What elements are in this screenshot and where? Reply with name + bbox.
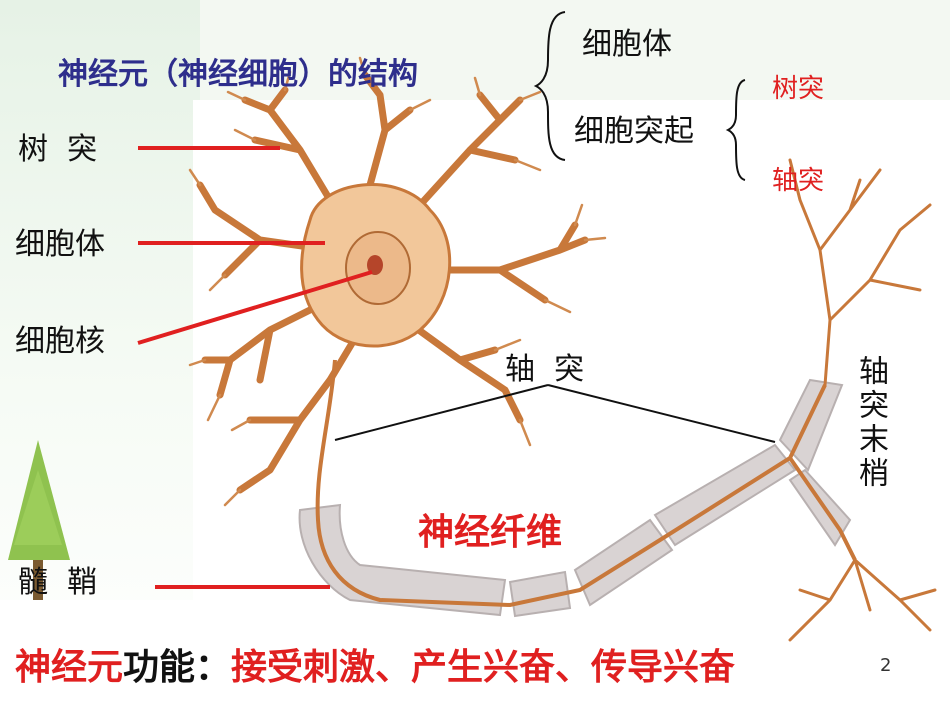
function-word: 功能 — [123, 647, 196, 688]
label-nucleus: 细胞核 — [15, 324, 105, 359]
pointer-nucleus — [137, 270, 373, 345]
label-dendrite: 树 突 — [18, 132, 98, 167]
function-subject: 神经元 — [15, 647, 124, 688]
brackets — [533, 11, 746, 181]
axon-core — [315, 359, 857, 608]
axon-terminals — [788, 158, 937, 642]
label-myelin-sheath: 髓 鞘 — [18, 565, 98, 600]
myelin-sheath — [298, 378, 852, 618]
function-content: 接受刺激、产生兴奋、传导兴奋 — [231, 647, 736, 688]
pointer-lines — [137, 146, 373, 589]
page-title: 神经元（神经细胞）的结构 — [58, 57, 418, 92]
dendrite-twigs — [188, 56, 607, 507]
nucleolus — [367, 255, 383, 275]
hierarchy-axon: 轴突 — [772, 166, 825, 196]
axon-label-lines — [334, 384, 776, 443]
tree-decoration — [8, 440, 70, 600]
hierarchy-dendrite: 树突 — [772, 74, 825, 104]
hierarchy-cell-body: 细胞体 — [582, 27, 672, 62]
main-bracket — [533, 11, 566, 161]
label-axon: 轴 突 — [505, 352, 585, 387]
label-axon-terminal: 轴突末梢 — [853, 355, 888, 491]
sub-bracket — [725, 79, 746, 181]
function-statement: 神经元功能：接受刺激、产生兴奋、传导兴奋 — [15, 650, 735, 686]
label-cell-body: 细胞体 — [15, 227, 105, 262]
hierarchy-processes: 细胞突起 — [574, 114, 694, 149]
function-colon: ： — [195, 647, 232, 688]
label-nerve-fiber: 神经纤维 — [418, 512, 563, 553]
page-number: 2 — [880, 655, 892, 676]
